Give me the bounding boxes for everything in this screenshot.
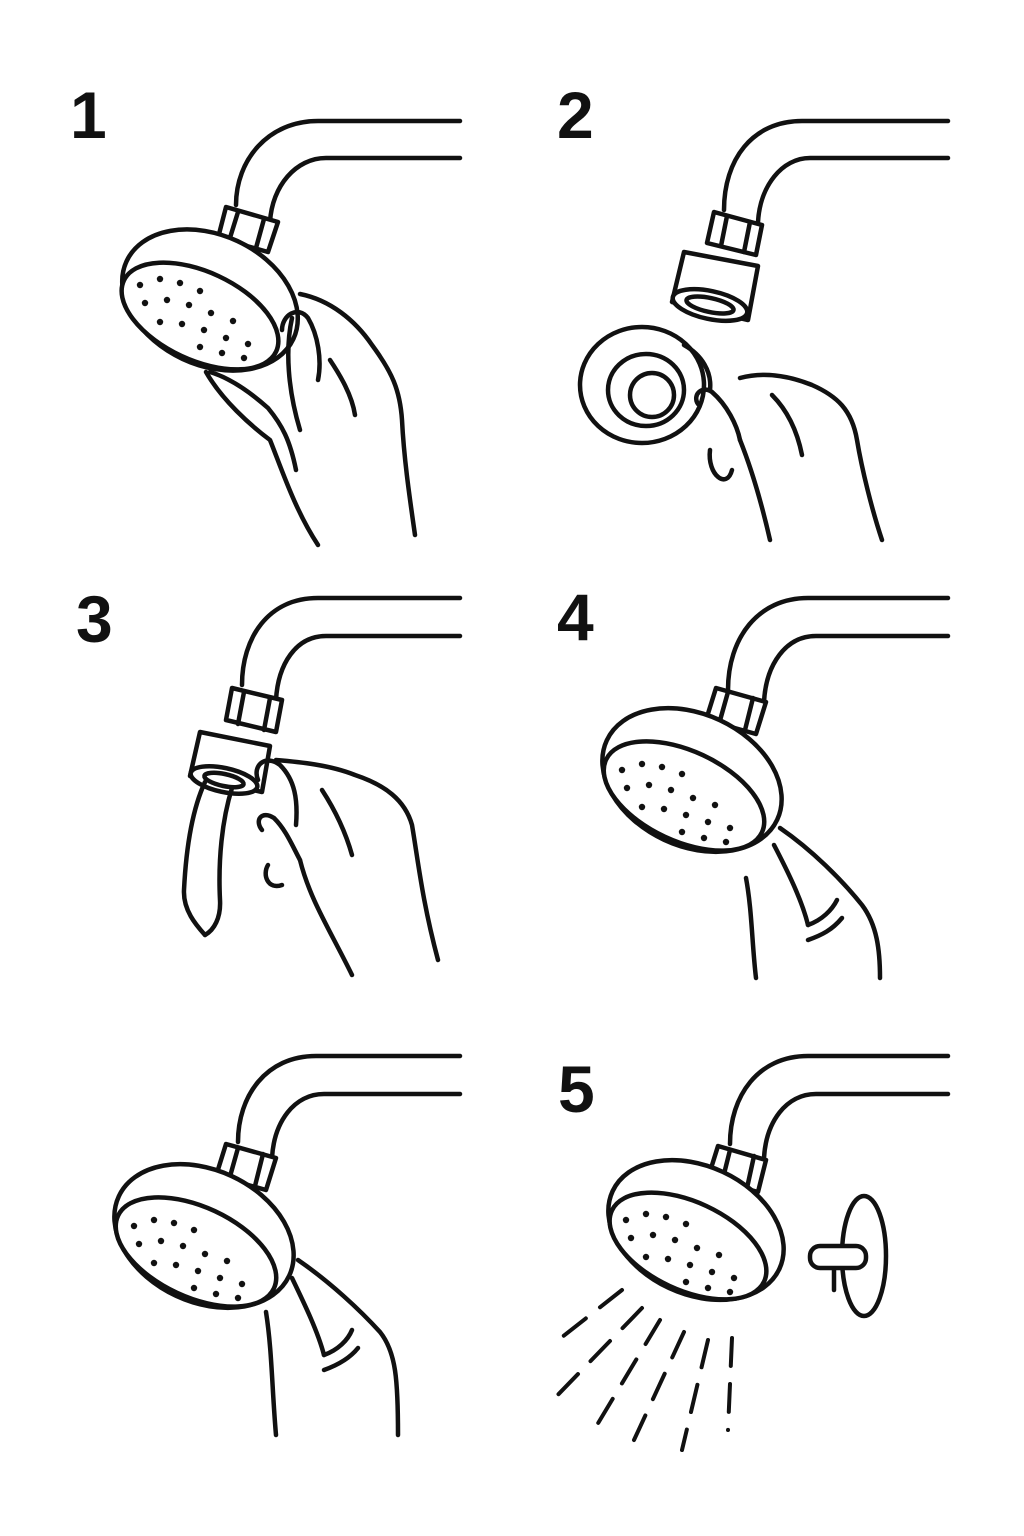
shower-head [119,227,301,373]
step-number-1: 1 [70,78,107,152]
shower-arm-pipe [239,595,463,703]
pipe-nut-threaded-end [669,249,761,324]
spray-holes [136,275,252,362]
water-spray [546,1288,734,1452]
step-3-illustration [181,595,463,978]
panel-step-1: 1 [0,0,512,548]
spray-holes [130,1216,246,1302]
step-4-illustration [600,595,951,981]
hand [743,825,883,981]
step-2-illustration [577,118,951,543]
step-1-illustration [119,118,463,548]
shower-valve-handle [807,1193,889,1319]
step-number-3: 3 [76,582,113,656]
hand [203,291,418,548]
panel-step-5: 5 [512,960,1024,1452]
step-number-5: 5 [558,1052,595,1126]
hand [254,757,441,978]
swivel-nut [223,685,285,735]
shower-arm-pipe [727,1053,951,1161]
panel-step-2: 2 [512,0,1024,543]
shower-arm-pipe [721,118,951,225]
shower-head [606,1157,786,1303]
panel-step-tighten [0,960,512,1440]
shower-arm-pipe [725,595,951,705]
shower-head [600,705,784,855]
spray-holes [622,1210,738,1296]
shower-arm-pipe [233,118,463,225]
step-tighten-illustration [112,1053,463,1438]
pipe-nut-threaded-end [187,729,273,796]
step-5-illustration [546,1053,951,1452]
hand [694,372,885,543]
step-number-4: 4 [557,580,594,654]
thread-tape-roll [577,324,713,446]
panel-step-3: 3 [0,480,512,978]
shower-arm-pipe [235,1053,463,1161]
shower-head [112,1161,296,1311]
swivel-nut [704,209,765,258]
panel-step-4: 4 [512,480,1024,981]
spray-holes [618,760,734,846]
hand [263,1257,401,1438]
step-number-2: 2 [557,78,594,152]
thread-tape-strip [181,779,235,938]
